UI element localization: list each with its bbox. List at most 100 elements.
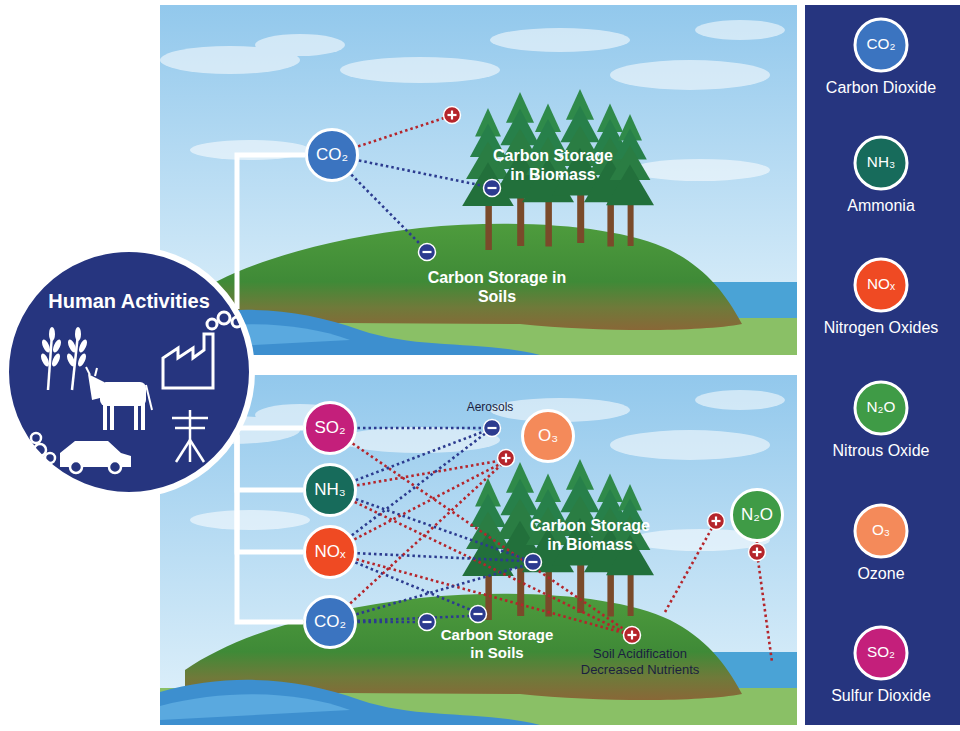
legend-text: Nitrous Oxide — [806, 442, 956, 460]
effect-label: Soil Acidification Decreased Nutrients — [570, 646, 710, 677]
effect-markers — [419, 107, 766, 644]
drawn-line — [189, 410, 192, 462]
drawn-line — [172, 417, 208, 420]
drawn-use — [444, 107, 461, 124]
gas-circle: CO₂ — [305, 128, 359, 182]
drawn-ellipse — [490, 28, 630, 52]
drawn-line — [330, 552, 624, 633]
power-pole-icon — [172, 410, 208, 462]
drawn-rect — [100, 382, 146, 406]
drawn-line — [146, 385, 152, 410]
formula-label: NOₓ — [314, 542, 345, 562]
activity-circle: Human Activities — [3, 246, 255, 498]
wheat-icon — [39, 327, 88, 390]
drawn-use — [606, 114, 654, 246]
legend-formula: N₂O — [854, 398, 908, 416]
drawn-circle — [34, 444, 46, 456]
drawn-line — [330, 552, 525, 561]
formula-label: NH₃ — [314, 480, 345, 500]
drawn-rect — [110, 402, 114, 430]
bracket-connector — [237, 435, 303, 622]
legend-text: Ammonia — [806, 197, 956, 215]
legend-swatch — [855, 259, 907, 311]
drawn-circle — [109, 461, 121, 473]
drawn-rect — [141, 402, 145, 430]
formula-label: CO₂ — [316, 145, 348, 165]
drawn-ellipse — [76, 352, 87, 367]
gas-circle: O₃ — [521, 409, 575, 463]
circle-shape — [305, 403, 356, 454]
circle-shape — [523, 411, 574, 462]
circle-shape — [305, 465, 356, 516]
drawn-use — [419, 244, 436, 261]
formula-box: CO₂ — [303, 595, 357, 649]
drawn-ellipse — [66, 338, 77, 353]
drawn-circle — [45, 453, 55, 463]
gas-circle: NOₓ — [303, 525, 357, 579]
legend-swatch — [855, 505, 907, 557]
formula-label: O₃ — [538, 426, 558, 446]
legend-swatch — [855, 382, 907, 434]
drawn-use — [484, 180, 501, 197]
legend-formula: SO₂ — [854, 643, 908, 661]
gas-circle: N₂O — [730, 488, 784, 542]
drawn-line — [665, 528, 712, 612]
gas-circle: CO₂ — [303, 595, 357, 649]
circle-shape — [732, 490, 783, 541]
drawn-line — [330, 490, 624, 632]
legend-swatch — [855, 627, 907, 679]
drawn-line — [176, 440, 190, 462]
legend-text: Sulfur Dioxide — [806, 687, 956, 705]
drawn-circle — [31, 433, 41, 443]
drawn-rect — [160, 5, 797, 355]
drawn-ellipse — [50, 352, 61, 367]
formula-box: NH₃ — [303, 463, 357, 517]
circle-outline — [3, 246, 255, 498]
drawn-circle — [232, 317, 242, 327]
landscape-panel — [160, 5, 797, 355]
formula-box: CO₂ — [305, 128, 359, 182]
aerosols-label: Aerosols — [450, 400, 530, 414]
drawn-ellipse — [40, 338, 51, 353]
effect-label: Carbon Storage in Soils — [427, 268, 567, 306]
drawn-use — [160, 375, 797, 725]
legend-swatch — [855, 19, 907, 71]
legend-text: Nitrogen Oxides — [806, 319, 956, 337]
bracket-connector — [237, 435, 303, 490]
drawn-use — [498, 450, 515, 467]
legend-formula: CO₂ — [854, 35, 908, 53]
effect-lines — [330, 118, 772, 662]
drawn-use — [525, 554, 542, 571]
drawn-ellipse — [255, 34, 345, 56]
factory-icon — [163, 312, 242, 388]
effect-label: Carbon Storage in Soils — [435, 626, 559, 662]
circle-shape — [305, 527, 356, 578]
drawn-use — [708, 513, 725, 530]
drawn-ellipse — [610, 60, 770, 90]
formula-label: SO₂ — [314, 418, 345, 438]
cow-icon — [86, 367, 152, 430]
circle-shape — [307, 130, 358, 181]
drawn-line — [86, 367, 90, 375]
drawn-line — [72, 334, 78, 390]
drawn-use — [749, 544, 766, 561]
drawn-line — [175, 427, 205, 430]
effect-label: Carbon Storage in Biomass — [525, 516, 655, 554]
circle-shape — [305, 597, 356, 648]
drawn-line — [48, 334, 52, 390]
legend-text: Ozone — [806, 565, 956, 583]
legend-formula: O₃ — [854, 521, 908, 539]
legend-formula: NOₓ — [854, 275, 908, 293]
drawn-use — [624, 627, 641, 644]
drawn-polygon — [88, 374, 104, 400]
drawn-circle — [207, 319, 217, 329]
drawn-ellipse — [51, 338, 62, 353]
drawn-ellipse — [630, 159, 770, 181]
drawn-rect — [805, 5, 960, 725]
node-heading: Human Activities — [48, 290, 210, 312]
drawn-line — [95, 368, 97, 376]
formula-box: N₂O — [730, 488, 784, 542]
formula-box: SO₂ — [303, 401, 357, 455]
formula-label: N₂O — [741, 505, 773, 525]
